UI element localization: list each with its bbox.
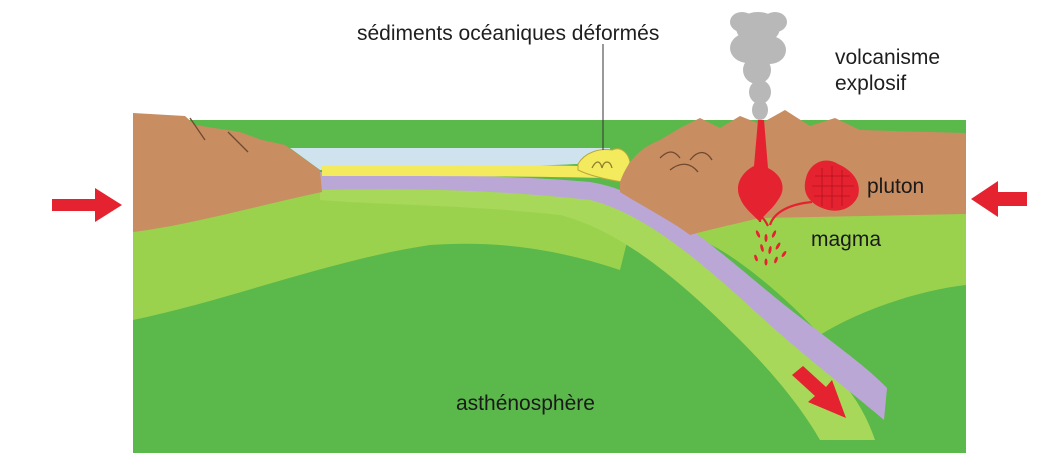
volcanism-label-line1: volcanisme — [835, 46, 940, 69]
left-compression-arrow — [52, 188, 122, 222]
asthenosphere-label: asthénosphère — [456, 392, 595, 415]
magma-label: magma — [811, 228, 881, 251]
pluton-label: pluton — [867, 175, 924, 198]
sediments-label: sédiments océaniques déformés — [357, 22, 659, 45]
volcanism-label-line2: explosif — [835, 72, 906, 95]
right-compression-arrow — [971, 181, 1027, 217]
volcanic-smoke — [730, 12, 787, 120]
